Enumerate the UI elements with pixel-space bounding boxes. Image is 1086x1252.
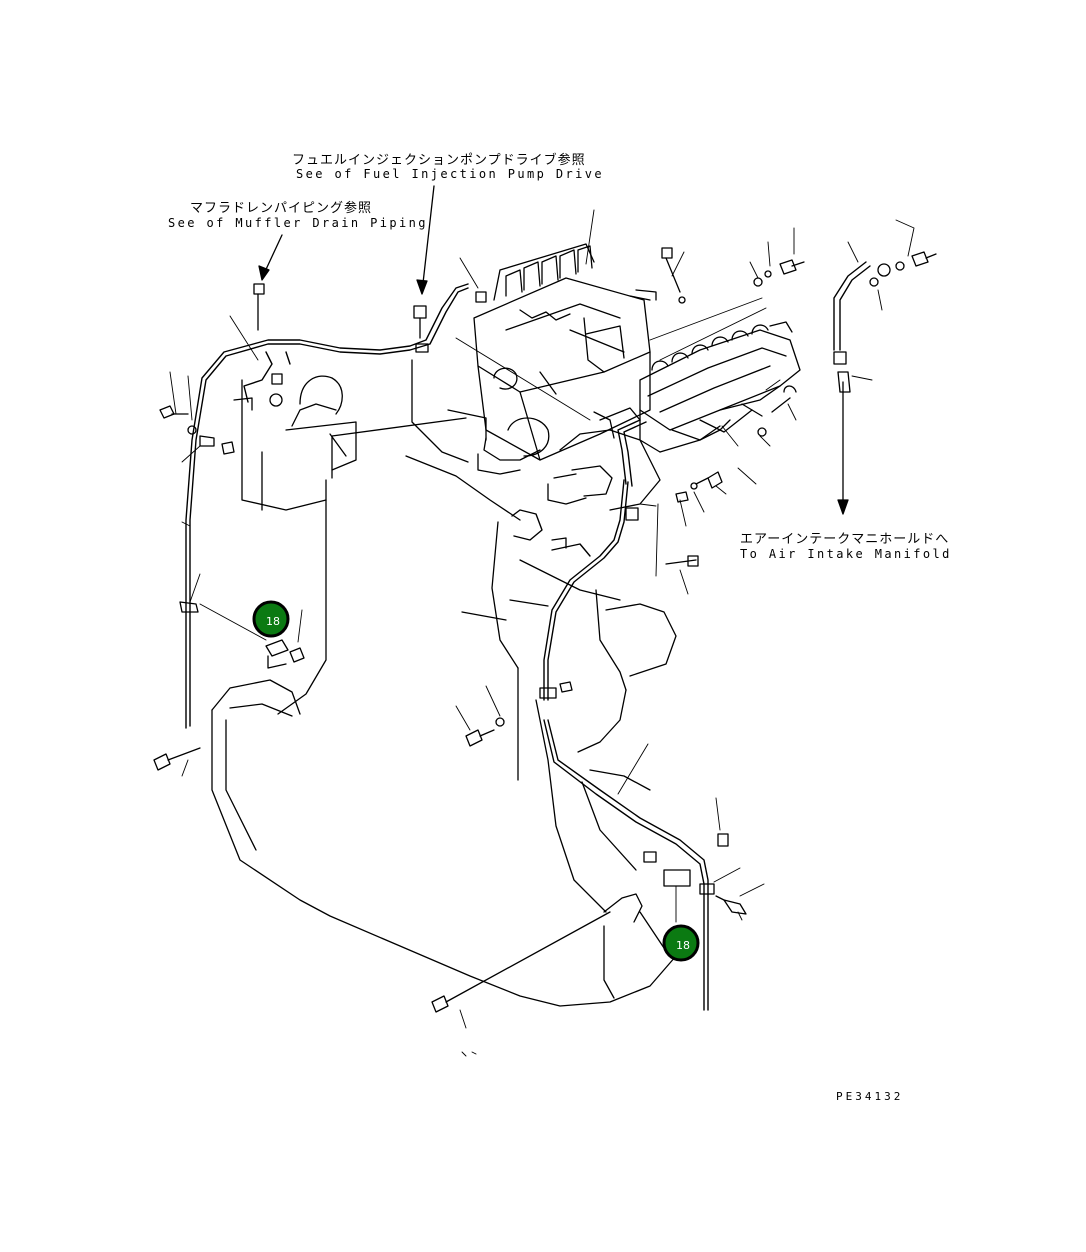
fuel-injection-pump [473,243,657,475]
muffler-reference-en: See of Muffler Drain Piping [168,216,428,230]
muffler-reference-jp: マフラドレンパイピング参照 [190,201,373,216]
drawing-code: PE34132 [836,1090,904,1103]
engine-block [277,359,677,913]
muffler-body [211,375,677,1007]
fasteners [153,247,937,1013]
callout-18-left[interactable]: 18 [266,614,280,628]
callout-marker-2[interactable] [662,924,700,962]
callout-marker-1[interactable] [252,600,290,638]
callout-18-right[interactable]: 18 [676,938,690,952]
leader-lines [169,209,915,1057]
intake-reference-en: To Air Intake Manifold [740,547,952,561]
piping [185,261,871,1011]
fuel-rail-assembly [639,321,801,453]
fuel-pump-reference-en: See of Fuel Injection Pump Drive [296,167,604,181]
fuel-pump-reference-jp: フュエルインジェクションポンプドライブ参照 [292,153,586,168]
clamps [179,343,715,895]
intake-reference-jp: エアーインテークマニホールドへ [740,532,950,547]
reference-leaders [258,185,849,515]
